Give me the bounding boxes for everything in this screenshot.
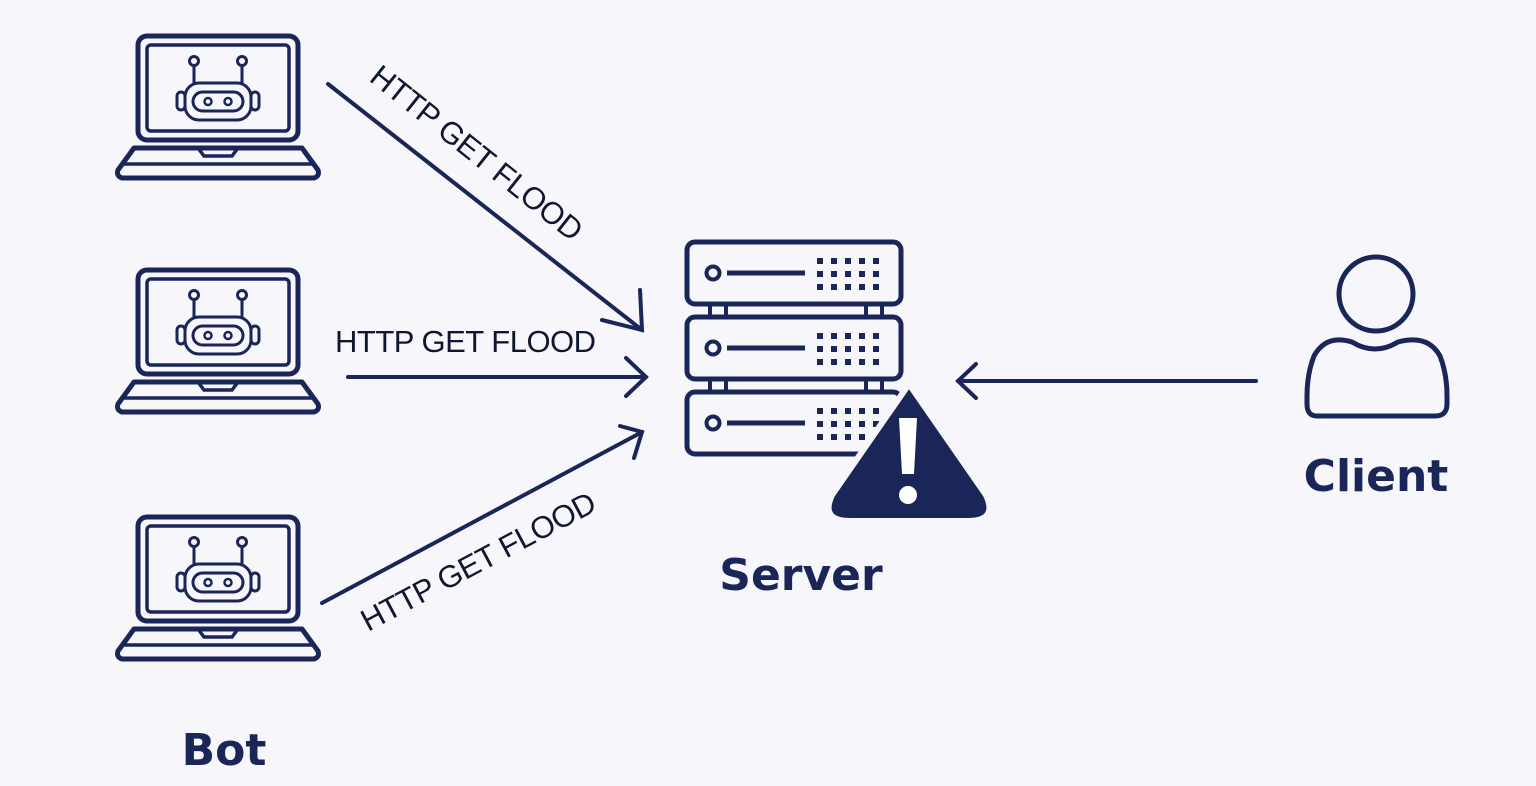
bot-label: Bot [182,725,267,776]
server-label: Server [719,550,883,601]
flood-arrow-2 [346,356,649,398]
client-label: Client [1304,451,1449,502]
warning-triangle-icon [825,381,993,524]
flood-label-3: HTTP GET FLOOD [355,485,601,638]
laptop-robot-icon [118,270,319,412]
flood-arrow-1 [326,82,645,333]
user-icon [1304,254,1450,419]
laptop-robot-icon [118,517,319,659]
bot-laptop-1 [118,36,319,178]
flood-label-2: HTTP GET FLOOD [335,324,596,359]
flood-label-1: HTTP GET FLOOD [364,58,590,248]
server-rack-icon [687,242,901,454]
flood-arrow-3 [320,424,645,605]
laptop-robot-icon [118,36,319,178]
bot-laptop-2 [118,270,319,412]
bot-laptop-3 [118,517,319,659]
client-arrow [955,362,1258,400]
